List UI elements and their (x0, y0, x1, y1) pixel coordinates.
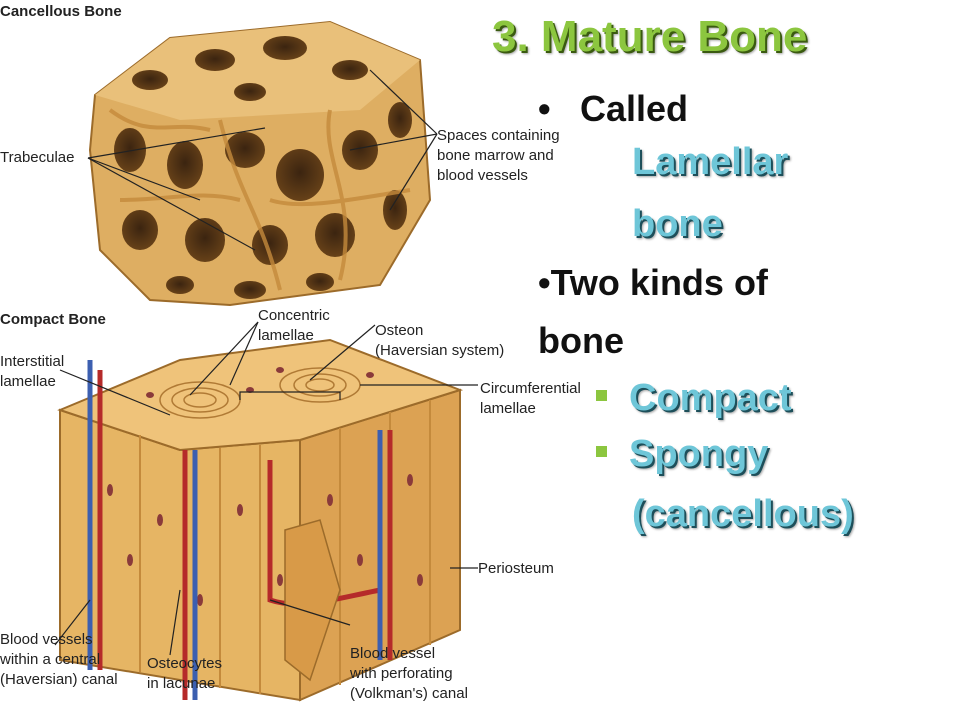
spongy-line-2: (cancellous) (632, 493, 854, 535)
compact-item: Compact (596, 376, 792, 420)
periosteum-label: Periosteum (478, 560, 554, 577)
compact-bone-illustration (54, 321, 478, 702)
concentric-lamellae-label: Concentric lamellae (258, 307, 330, 344)
square-bullet-icon (596, 390, 607, 402)
compact-text: Compact (629, 377, 792, 419)
osteon-label: Osteon (Haversian system) (375, 322, 505, 359)
square-bullet-icon (596, 446, 607, 458)
osteocytes-label: Osteocytes in lacunae (147, 655, 223, 692)
circumferential-lamellae-label: Circumferential lamellae (480, 380, 581, 417)
two-kinds-line-1: •Two kinds of (538, 262, 768, 303)
lamellar-line-2: bone (632, 203, 723, 245)
volkman-canal-label: Blood vessel with perforating (Volkman's… (350, 645, 468, 702)
spaces-label: Spaces containing bone marrow and blood … (437, 127, 560, 184)
spongy-text: Spongy (629, 433, 769, 475)
blood-vessels-central-label: Blood vessels within a central (Haversia… (0, 631, 118, 688)
called-text: Called (580, 88, 689, 129)
compact-bone-title: Compact Bone (0, 311, 106, 328)
trabeculae-label: Trabeculae (0, 149, 75, 166)
spongy-item: Spongy (596, 432, 768, 476)
cancellous-bone-title: Cancellous Bone (0, 3, 122, 20)
slide-title: 3. Mature Bone (492, 12, 808, 61)
lamellar-line-1: Lamellar (632, 141, 789, 183)
called-bullet: • (538, 88, 551, 129)
interstitial-lamellae-label: Interstitial lamellae (0, 353, 65, 390)
two-kinds-line-2: bone (538, 320, 624, 361)
cancellous-bone-illustration (87, 20, 438, 307)
